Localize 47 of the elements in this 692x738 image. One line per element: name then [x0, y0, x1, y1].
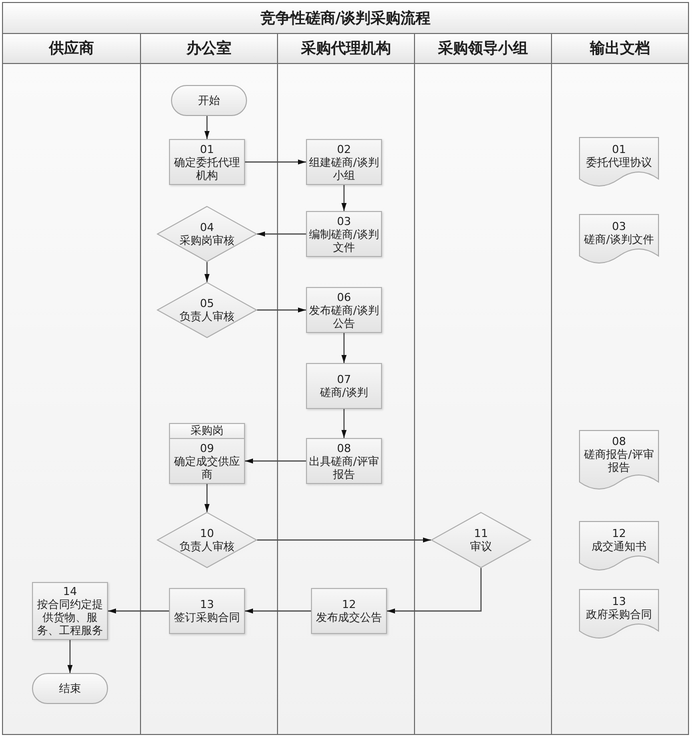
document-shape: 08 磋商报告/评审报告	[579, 430, 659, 490]
terminal-box: 结束	[32, 673, 108, 704]
arrow	[204, 262, 210, 282]
arrow	[204, 484, 210, 512]
process-box: 14 按合同约定提供货物、服务、工程服务	[32, 582, 108, 640]
document-shape: 12 成交通知书	[579, 521, 659, 571]
arrow	[67, 640, 73, 673]
process-box: 03 编制磋商/谈判文件	[306, 211, 382, 257]
arrow	[257, 307, 306, 313]
document-shape: 13 政府采购合同	[579, 589, 659, 639]
process-box: 01 确定委托代理机构	[169, 139, 245, 185]
lane-header: 采购领导小组	[415, 34, 551, 64]
swimlane	[2, 33, 141, 735]
swimlane	[551, 33, 689, 735]
arrow	[341, 185, 347, 211]
arrow	[245, 608, 311, 614]
decision-diamond: 05 负责人审核	[157, 282, 257, 338]
swimlane	[414, 33, 552, 735]
process-box: 08 出具磋商/评审报告	[306, 438, 382, 484]
decision-diamond: 11 审议	[431, 512, 531, 568]
process-box: 采购岗 09 确定成交供应商	[169, 423, 245, 484]
decision-diamond: 10 负责人审核	[157, 512, 257, 568]
arrow	[257, 537, 431, 543]
lane-header: 办公室	[141, 34, 277, 64]
arrow	[257, 231, 306, 237]
document-shape: 03 磋商/谈判文件	[579, 214, 659, 264]
lane-header: 采购代理机构	[278, 34, 414, 64]
arrow	[387, 568, 482, 614]
arrow	[245, 159, 306, 165]
swimlane	[140, 33, 278, 735]
lane-header: 输出文档	[552, 34, 688, 64]
lane-header: 供应商	[3, 34, 140, 64]
arrow	[341, 333, 347, 363]
process-box: 02 组建磋商/谈判小组	[306, 139, 382, 185]
decision-diamond: 04 采购岗审核	[157, 206, 257, 262]
process-box: 12 发布成交公告	[311, 588, 387, 634]
arrow	[341, 409, 347, 438]
process-box: 06 发布磋商/谈判公告	[306, 287, 382, 333]
swimlane	[277, 33, 415, 735]
terminal-box: 开始	[171, 85, 247, 116]
process-box: 07 磋商/谈判	[306, 363, 382, 409]
process-box: 13 签订采购合同	[169, 588, 245, 634]
arrow	[108, 608, 169, 614]
document-shape: 01 委托代理协议	[579, 137, 659, 187]
diagram-title: 竞争性磋商/谈判采购流程	[2, 2, 689, 34]
arrow	[245, 458, 306, 464]
arrow	[204, 116, 210, 139]
